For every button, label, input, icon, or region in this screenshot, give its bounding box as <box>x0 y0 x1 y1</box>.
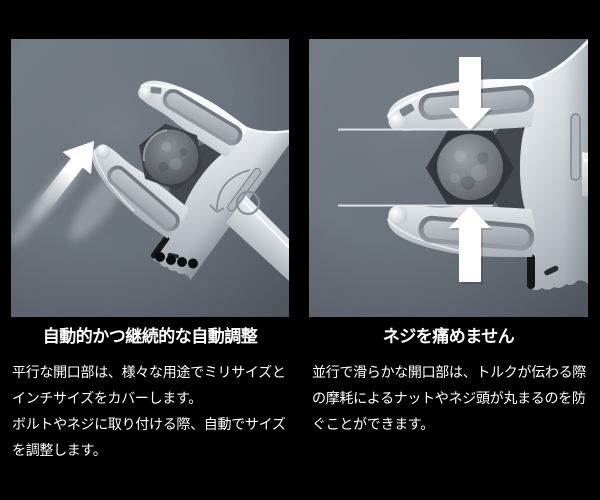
round-nut <box>139 123 203 191</box>
down-arrow-icon <box>449 57 493 132</box>
circle-marking-icon <box>235 190 261 216</box>
body-auto-adjust: 平行な開口部は、様々な用途でミリサイズと インチサイズをカバーします。 ボルトや… <box>12 364 286 458</box>
rotation-arrow-icon <box>209 169 251 213</box>
panel-auto-adjust <box>11 39 289 317</box>
parallel-jaw-lines <box>338 128 493 207</box>
grip-teeth <box>155 252 198 269</box>
body-no-screw-damage: 並行で滑らかな開口部は、トルクが伝わる際 の摩耗によるナットやネジ頭が丸まるのを… <box>312 364 586 432</box>
wrench-self-adjust-illustration <box>11 39 289 317</box>
heading-auto-adjust: 自動的かつ継続的な自動調整 <box>42 327 258 346</box>
wrench-parallel-jaws-illustration <box>309 39 588 317</box>
up-arrow-icon <box>449 206 493 284</box>
hex-bolt <box>426 130 514 206</box>
heading-no-screw-damage: ネジを痛めません <box>382 327 515 346</box>
motion-arrow-icon <box>38 141 94 209</box>
panel-no-screw-damage <box>309 39 588 317</box>
